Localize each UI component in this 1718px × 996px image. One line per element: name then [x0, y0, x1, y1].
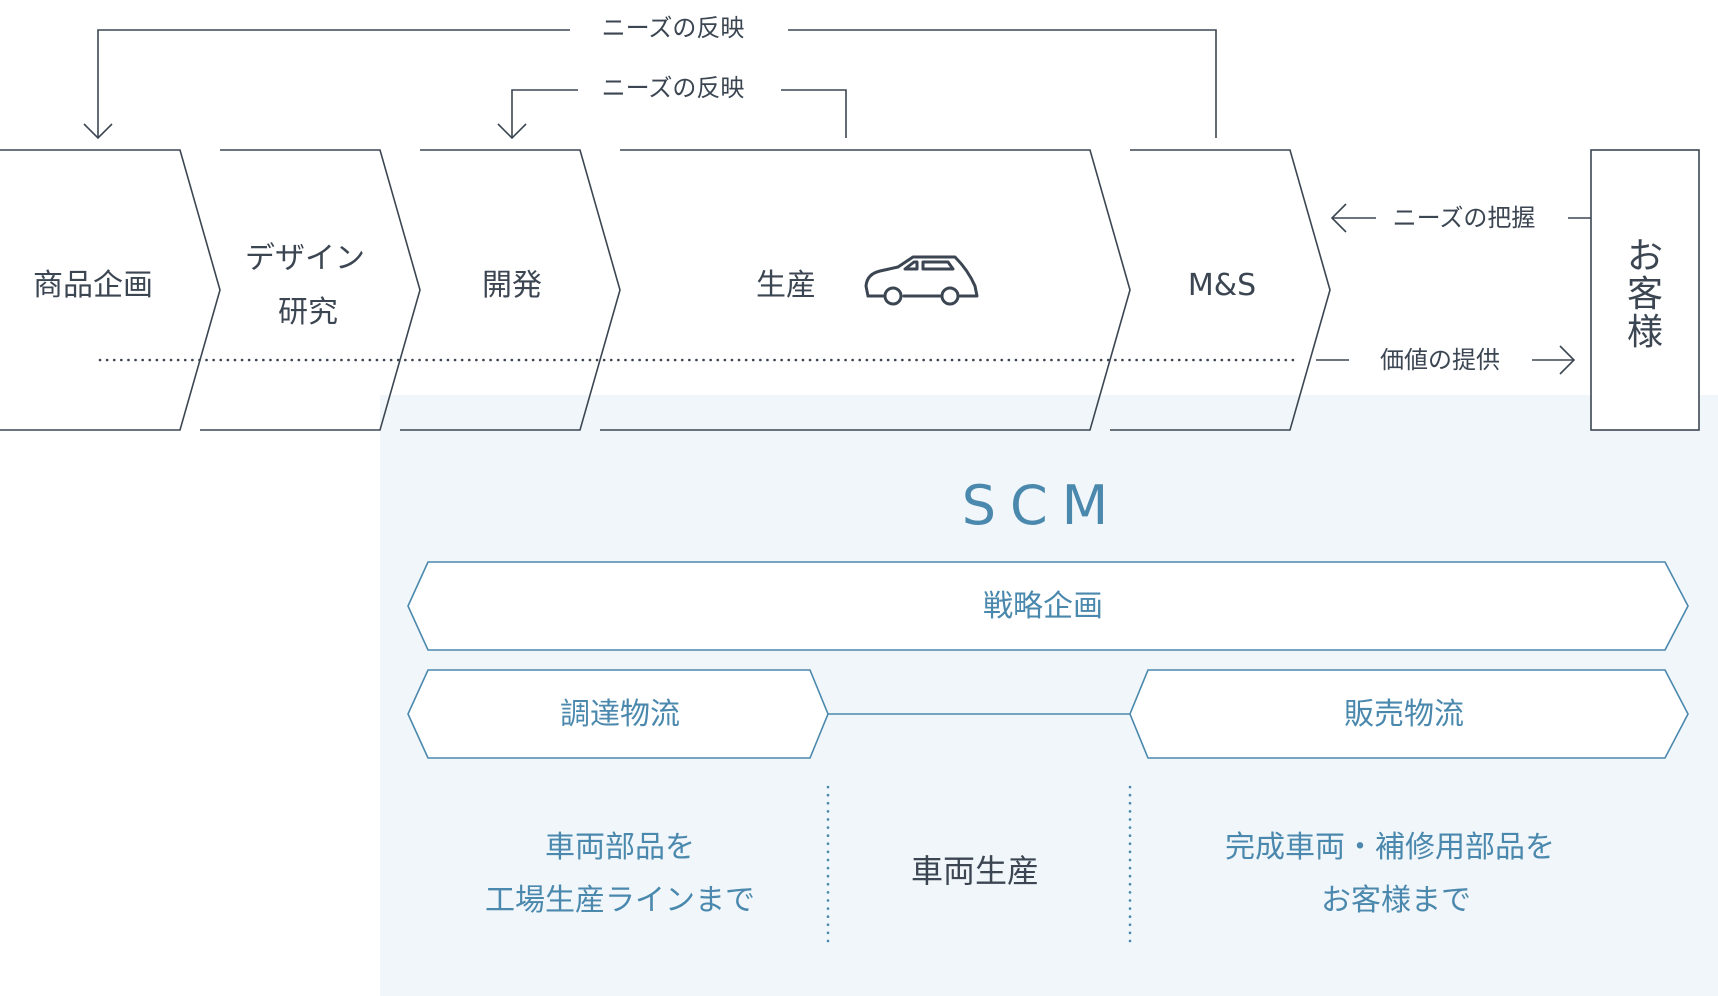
customer-label-char2: 客: [1627, 274, 1663, 315]
sales-desc-line2: お客様まで: [1321, 883, 1471, 918]
sales-logistics-band: [1129, 669, 1689, 759]
customer-label-char1: お: [1627, 236, 1663, 277]
value-provision-label: 価値の提供: [1380, 346, 1500, 374]
stage-ms-label: M&S: [1188, 268, 1256, 303]
strategy-band: [407, 561, 1689, 651]
vehicle-production-label: 車両生産: [911, 852, 1039, 890]
chevron-ms: [1110, 149, 1331, 431]
procurement-label: 調達物流: [560, 697, 680, 732]
car-icon: [864, 255, 979, 306]
chevron-production: [600, 149, 1131, 431]
feedback-arrow-top: [83, 29, 1217, 140]
stage-planning-label: 商品企画: [33, 268, 153, 303]
value-provision-arrow: [1316, 345, 1576, 375]
stage-design-label-line1: デザイン: [245, 241, 365, 276]
chevron-design: [200, 149, 421, 431]
arrow-head-down-icon: [497, 123, 527, 140]
procurement-desc-line1: 車両部品を: [545, 830, 695, 865]
feedback-label-top: ニーズの反映: [602, 14, 745, 42]
sales-desc-line1: 完成車両・補修用部品を: [1225, 830, 1555, 865]
chevron-planning: [0, 149, 221, 431]
customer-box: [1590, 149, 1700, 431]
sales-logistics-label: 販売物流: [1344, 697, 1464, 732]
arrow-head-right-icon: [1559, 345, 1576, 375]
grasp-needs-arrow: [1330, 203, 1591, 233]
arrow-head-left-icon: [1330, 203, 1347, 233]
grasp-needs-label: ニーズの把握: [1393, 204, 1536, 232]
strategy-label: 戦略企画: [983, 589, 1103, 624]
arrow-head-down-icon: [83, 123, 113, 140]
stage-development-label: 開発: [482, 268, 542, 303]
stage-design-label-line2: 研究: [278, 295, 338, 330]
procurement-desc-line2: 工場生産ラインまで: [485, 883, 755, 918]
feedback-label-second: ニーズの反映: [602, 74, 745, 102]
stage-production-label: 生産: [756, 268, 816, 303]
customer-label-char3: 様: [1627, 312, 1663, 353]
chevron-development: [400, 149, 621, 431]
scm-title: SCM: [962, 474, 1123, 537]
feedback-arrow-second: [497, 89, 847, 140]
procurement-band: [407, 669, 829, 759]
